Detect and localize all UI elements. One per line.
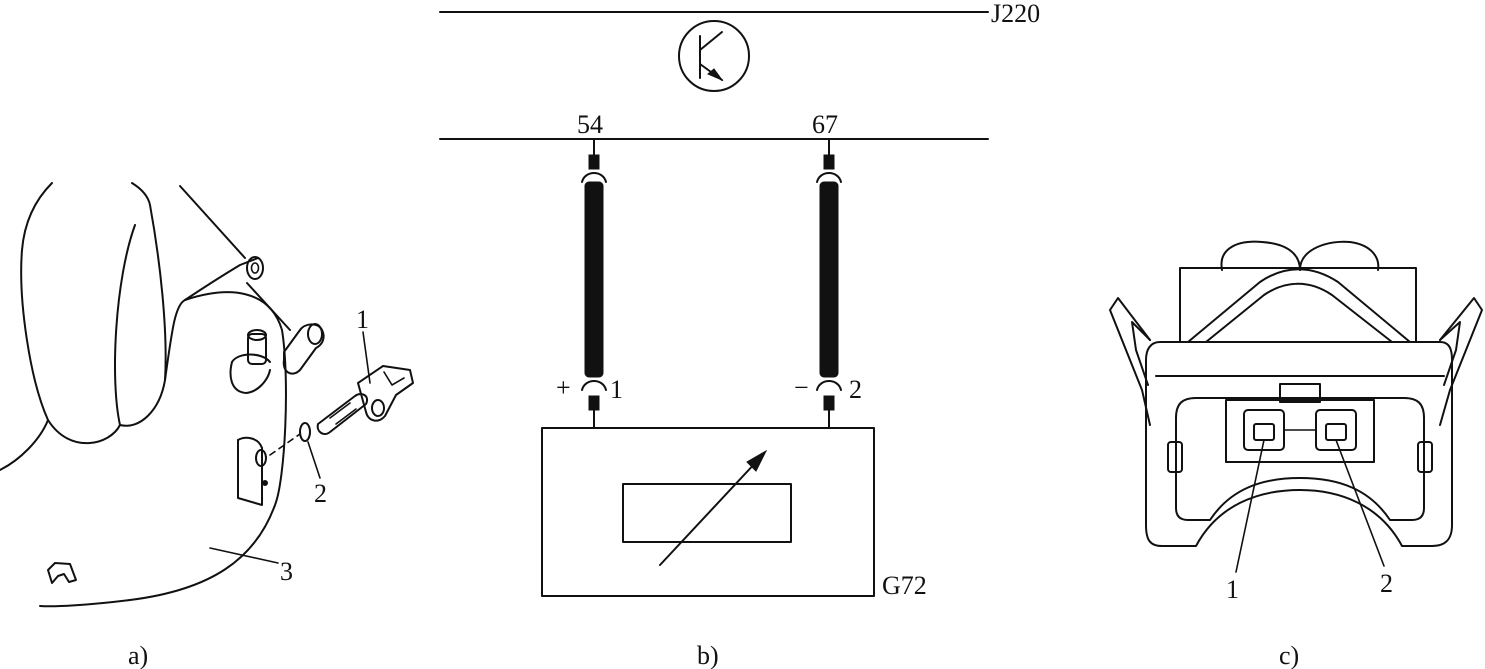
panel-c-callout-2: 2 <box>1380 569 1393 598</box>
wire-left <box>581 138 607 429</box>
panel-c-connector <box>1109 240 1483 573</box>
sensor-box <box>541 427 875 597</box>
panel-b-schematic <box>439 11 989 597</box>
thermistor-element <box>622 483 792 543</box>
panel-b-caption: b) <box>697 641 719 669</box>
pin-2-label: 2 <box>849 375 862 404</box>
pin-54-label: 54 <box>577 110 603 139</box>
polarity-plus-label: + <box>556 373 571 402</box>
panel-c-callout-1: 1 <box>1226 575 1239 604</box>
polarity-minus-label: − <box>794 373 809 402</box>
sensor-label: G72 <box>882 571 927 600</box>
panel-a-callout-1: 1 <box>356 305 369 334</box>
panel-a-callout-2: 2 <box>314 479 327 508</box>
pin-1-label: 1 <box>610 375 623 404</box>
wire-right <box>816 138 842 429</box>
pin-67-label: 67 <box>812 110 838 139</box>
transistor-icon <box>678 20 750 92</box>
panel-c-caption: c) <box>1279 641 1299 669</box>
panel-a-caption: a) <box>128 641 148 669</box>
panel-a-callout-3: 3 <box>280 557 293 586</box>
ecu-label: J220 <box>991 0 1040 28</box>
panel-a-drawing <box>0 182 414 608</box>
